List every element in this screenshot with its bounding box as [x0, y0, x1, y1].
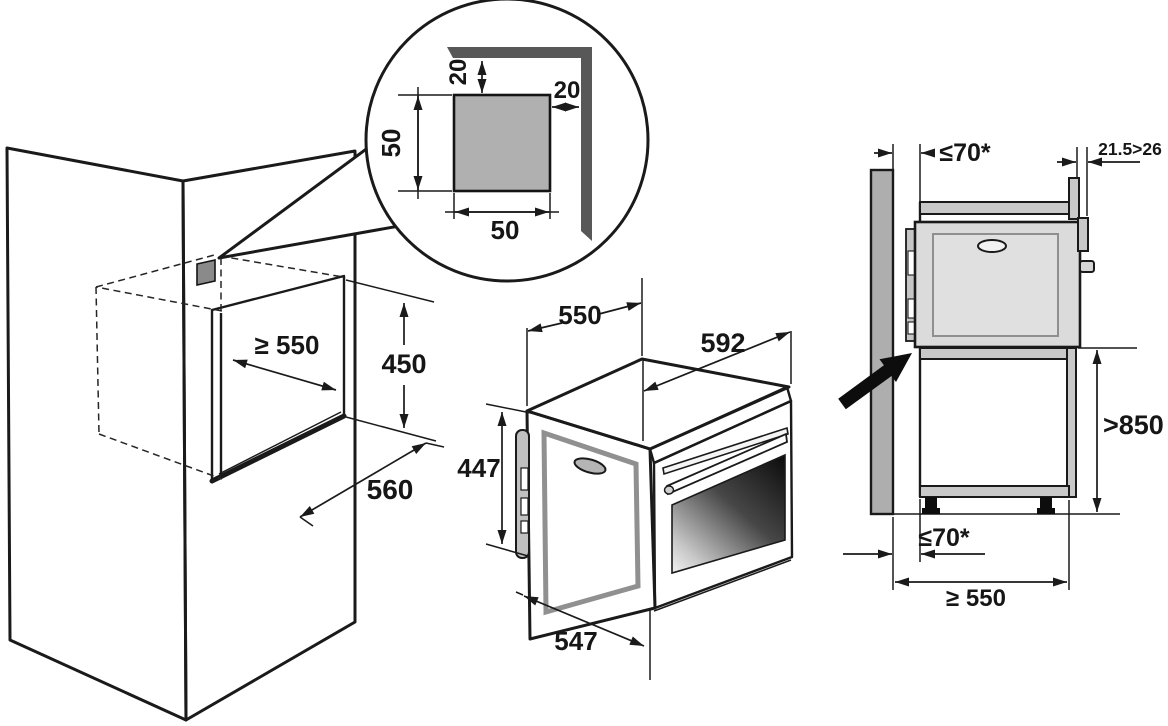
front-reveal-dimension: 21.5>26 — [1057, 139, 1162, 216]
callout-gap-top-label: 20 — [445, 59, 472, 86]
cabinet-shelf — [919, 347, 1068, 360]
side-panel-recess — [541, 429, 641, 616]
cabinet-upper-front-panel — [1068, 177, 1080, 220]
worktop-height-dimension: >850 — [1078, 347, 1164, 512]
oven-front-fascia — [1077, 217, 1089, 252]
door-bottom-edge — [653, 559, 792, 612]
side-grip-oval — [573, 457, 607, 475]
wall-gap-top-label: ≤70* — [939, 139, 991, 167]
oven-width-dimension: 592 — [642, 328, 792, 441]
niche-hidden-box — [95, 253, 344, 480]
cabinet-front-face — [181, 149, 357, 722]
cabinet-bottom-panel — [919, 485, 1070, 498]
cable-cutout-square — [196, 259, 216, 286]
oven-height-dimension: 447 — [457, 403, 532, 557]
cabinet-lower-front-panel — [1066, 347, 1077, 498]
oven-side-face — [525, 409, 657, 641]
wall-panel — [869, 168, 895, 516]
callout-hole-height-label: 50 — [376, 129, 406, 158]
callout-hole-height-dimension: 50 — [376, 87, 452, 199]
callout-hole-width-dimension: 50 — [445, 193, 559, 245]
niche-floor-edge — [218, 411, 342, 475]
niche-bottom-edge — [209, 413, 347, 484]
cabinet-feet — [922, 497, 1055, 514]
door-window — [671, 453, 786, 575]
oven-knob — [1079, 260, 1095, 273]
ventilation-arrow — [838, 353, 912, 410]
wall-gap-bottom-label: ≤70* — [918, 524, 970, 552]
side-installation-view: ≤70* 21.5>26 >850 ≤70* ≥ 550 — [838, 139, 1164, 612]
cabinet-niche-view: ≥ 550 450 560 — [5, 146, 445, 722]
callout-gap-top-dimension: 20 — [445, 59, 487, 93]
oven-depth-top-dimension: 550 — [526, 278, 643, 406]
niche-depth-label: ≥ 550 — [255, 330, 320, 360]
oven-grip-oval — [977, 239, 1007, 253]
rear-vent-slots — [520, 467, 529, 534]
cabinet-top-panel — [919, 201, 1070, 215]
wall-gap-bottom-dimension: ≤70* — [843, 499, 985, 590]
worktop-height-label: >850 — [1103, 410, 1164, 440]
door-vent-strip — [662, 426, 789, 476]
niche-depth-dimension: ≥ 550 — [232, 330, 337, 391]
min-depth-label: ≥ 550 — [946, 585, 1006, 612]
oven-depth-top-label: 550 — [558, 300, 601, 330]
front-reveal-label: 21.5>26 — [1098, 139, 1162, 159]
callout-gap-side-label: 20 — [554, 77, 581, 104]
oven-rear-flange — [515, 429, 530, 559]
callout-gap-side-dimension: 20 — [552, 77, 581, 112]
door-handle-cap — [663, 485, 675, 495]
niche-width-dimension: 560 — [299, 442, 445, 527]
oven-depth-bottom-label: 547 — [554, 626, 597, 656]
cabinet-left-face — [5, 146, 188, 722]
oven-height-label: 447 — [457, 453, 500, 483]
min-depth-dimension: ≥ 550 — [895, 500, 1070, 612]
callout-hole-width-label: 50 — [491, 215, 520, 245]
niche-height-label: 450 — [381, 349, 426, 379]
cutout-detail-square — [452, 93, 552, 193]
oven-width-label: 592 — [700, 328, 745, 358]
niche-height-dimension: 450 — [345, 279, 437, 442]
oven-3d-view: 550 592 447 547 — [457, 278, 794, 680]
wall-gap-top-dimension: ≤70* — [874, 139, 991, 201]
niche-width-label: 560 — [367, 474, 414, 505]
callout-bubble: 20 20 50 50 — [217, 0, 650, 283]
oven-depth-bottom-dimension: 547 — [515, 591, 651, 680]
